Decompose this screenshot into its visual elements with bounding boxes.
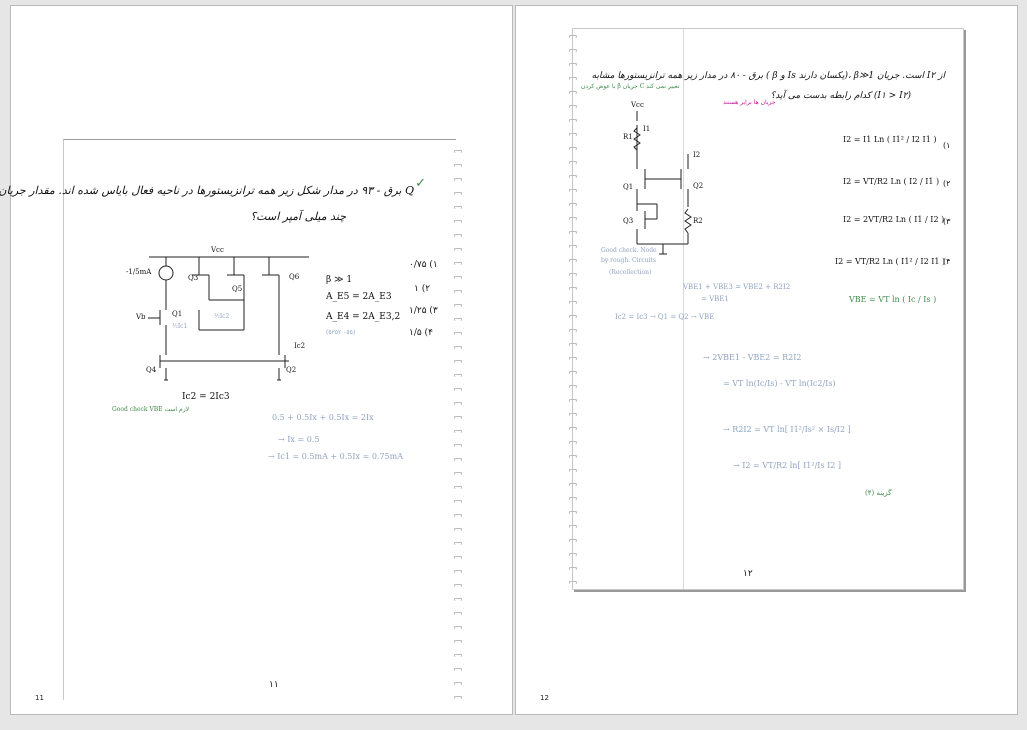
q3-label: Q3 (188, 274, 199, 282)
option-3-formula: I2 = 2VT/R2 Ln ( I1 / I2 ) (843, 215, 945, 224)
side-note-2: by rough. Circuits (601, 257, 657, 264)
option-2: ۱ (۲ (414, 284, 431, 294)
margin-line (683, 29, 684, 589)
option-4: ۱/۵ (۴ (409, 328, 433, 338)
work-line-1: 0.5 + 0.5Ix + 0.5Ix = 2Ix (272, 413, 374, 422)
circuit-diagram (633, 111, 692, 255)
work-line-1: VBE1 + VBE3 = VBE2 + R2I2 (683, 283, 791, 291)
ic2-label: Ic2 (294, 342, 306, 350)
q2-label: Q2 (286, 366, 297, 374)
pdf-page-label: 12 (540, 694, 549, 702)
green-note-top: با عوض کردن β جریان C تغییر نمی کند (581, 83, 680, 90)
r2-label: R2 (693, 217, 703, 225)
r1-label: R1 (623, 133, 633, 141)
vb-label: Vb (136, 313, 146, 321)
work-line-3: → Ic1 = 0.5mA + 0.5Ix = 0.75mA (268, 452, 403, 461)
problem-question: چند میلی آمپر است؟ (250, 210, 346, 223)
work-line-4: → 2VBE1 - VBE2 = R2I2 (703, 353, 802, 362)
option-3: ۱/۲۵ (۳ (409, 306, 438, 316)
magenta-note: جریان ها برابر هستند (723, 99, 776, 106)
given-1: β ≫ 1 (326, 275, 353, 285)
i1-label: I1 (643, 125, 651, 133)
option-4-num: (۴ (943, 257, 951, 266)
option-2-formula: I2 = VT/R2 Ln ( I2 / I1 ) (843, 177, 940, 186)
option-2-num: (۲ (943, 179, 951, 188)
answer-note: گزینه (۴) (865, 489, 892, 497)
equation-ic2: Ic2 = 2Ic3 (182, 392, 230, 402)
green-formula: VBE = VT ln ( Ic / Is ) (849, 295, 937, 304)
work-line-7: → I2 = VT/R2 ln[ I1²/Is I2 ] (733, 461, 841, 470)
work-line-3: Ic2 = Ic3 → Q1 = Q2 → VBE (615, 313, 715, 321)
work-line-5: = VT ln(Ic/Is) - VT ln(Ic2/Is) (723, 379, 836, 388)
q6-label: Q6 (289, 273, 300, 281)
q3-label: Q3 (623, 217, 634, 225)
q1-label: Q1 (172, 310, 183, 318)
pdf-page-11: برق - ۹۳ در مدار شکل زیر همه ترانزیستوره… (0, 5, 513, 715)
work-line-2: = VBE1 (701, 295, 729, 303)
half-ic2-label: ½Ic2 (214, 313, 230, 320)
vcc-label: Vcc (631, 101, 644, 109)
faint-note: (٠٥٥ ٥٢٥٢) (326, 329, 356, 336)
notebook-sheet: برق - ۹۳ در مدار شکل زیر همه ترانزیستوره… (0, 139, 462, 700)
option-1-num: (۱ (943, 141, 951, 150)
work-line-6: → R2I2 = VT ln[ I1²/Is² × Is/I2 ] (723, 425, 851, 434)
vcc-label: Vcc (211, 246, 224, 254)
q5-label: Q5 (232, 285, 243, 293)
work-line-2: → Ix = 0.5 (278, 435, 320, 444)
spiral-binding (454, 150, 462, 700)
circuit-diagram (148, 256, 309, 381)
option-1-formula: I2 = I1 Ln ( I1² / I2 I1 ) (843, 135, 937, 144)
i2-label: I2 (693, 151, 701, 159)
check-mark-icon: ✓ (415, 176, 426, 191)
pdf-page-12: برق - ۸۰ در مدار زیر همه ترانزیستورها مش… (515, 5, 1018, 715)
option-3-num: (۳ (943, 217, 951, 226)
problem-question: کدام رابطه بدست می آید؟ (I۱ > I۲) (770, 91, 911, 101)
pdf-page-label: 11 (35, 694, 44, 702)
q4-label: Q4 (146, 366, 157, 374)
notebook-sheet: برق - ۸۰ در مدار زیر همه ترانزیستورها مش… (569, 28, 964, 590)
sheet-page-number: ۱۱ (269, 680, 279, 690)
problem-header: برق - ۸۰ در مدار زیر همه ترانزیستورها مش… (591, 71, 945, 81)
option-1: ۰/۷۵ (۱ (409, 260, 438, 270)
spiral-binding (569, 35, 577, 589)
option-4-formula: I2 = VT/R2 Ln ( I1² / I2 I1 ) (835, 257, 946, 266)
half-ic1-label: ½Ic1 (172, 323, 188, 330)
q2-label: Q2 (693, 182, 704, 190)
q1-label: Q1 (623, 183, 634, 191)
green-note: Good check VBE لازم است (112, 406, 190, 413)
given-2: A_E5 = 2A_E3 (326, 292, 392, 302)
given-3: A_E4 = 2A_E3,2 (326, 312, 401, 322)
sheet-page-number: ۱۲ (743, 569, 753, 579)
current-source-label: -1/5mA (126, 268, 152, 276)
side-note-1: Good check. Node (601, 247, 657, 254)
problem-header: برق - ۹۳ در مدار شکل زیر همه ترانزیستوره… (0, 184, 414, 197)
side-note-3: (Recollection) (609, 269, 652, 276)
